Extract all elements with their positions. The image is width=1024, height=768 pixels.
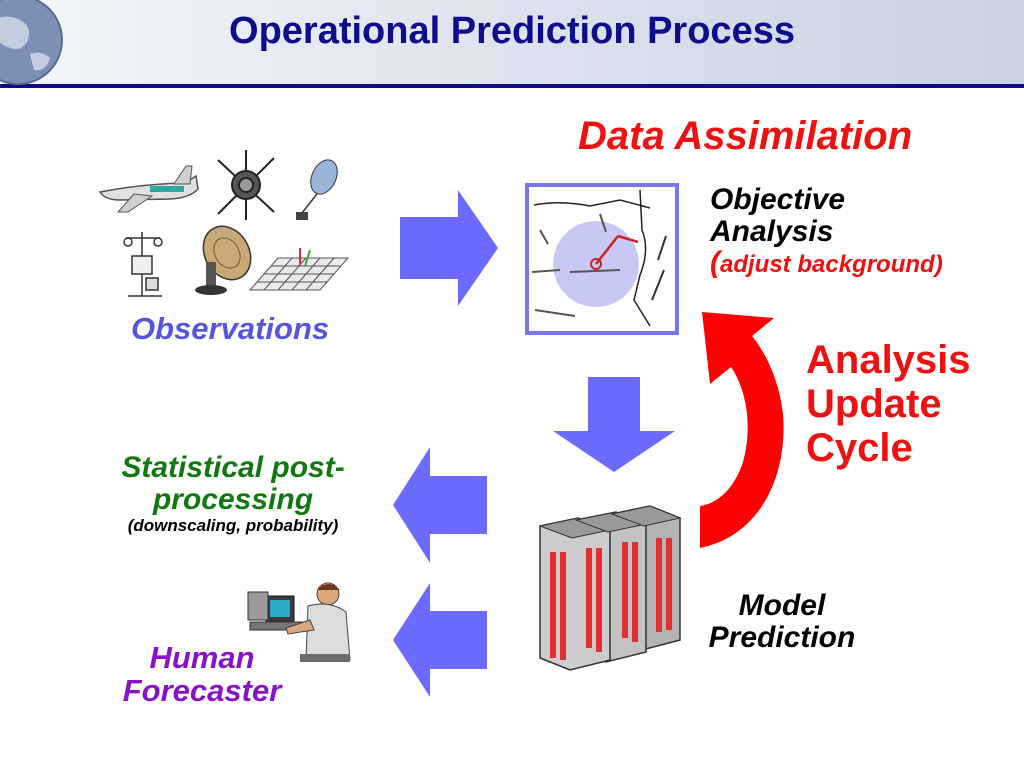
model-line2: Prediction — [708, 620, 856, 654]
weather-station-icon — [123, 232, 163, 297]
cycle-line2: Update — [806, 382, 942, 426]
statistical-line1: Statistical post- — [121, 451, 345, 484]
arrow-down-analysis — [553, 377, 675, 472]
header-divider — [0, 84, 1024, 88]
human-forecaster-label: Human Forecaster — [112, 640, 292, 708]
arrow-left-human — [393, 583, 487, 697]
adjust-background-line: (adjust background) — [710, 247, 943, 279]
human-line1: Human — [149, 640, 255, 675]
statistical-sub: (downscaling, probability) — [127, 516, 339, 535]
data-assimilation-label: Data Assimilation — [578, 114, 913, 158]
analysis-update-cycle-label: Analysis Update Cycle — [806, 338, 971, 470]
arrow-left-statistical — [393, 447, 487, 563]
arrow-right-observations — [400, 190, 498, 306]
analysis-update-cycle-arrow — [700, 312, 784, 548]
cycle-line3: Cycle — [806, 426, 913, 470]
weather-balloon-icon — [296, 159, 338, 220]
airplane-icon — [98, 165, 199, 213]
page-title: Operational Prediction Process — [229, 10, 795, 52]
objective-analysis-label: Objective Analysis (adjust background) — [710, 184, 943, 279]
cycle-line1: Analysis — [806, 338, 971, 382]
objective-analysis-line2: Analysis — [710, 214, 834, 248]
observations-label: Observations — [131, 311, 330, 346]
model-line1: Model — [738, 589, 826, 622]
adjust-paren-open: ( — [710, 246, 720, 279]
adjust-background-text: adjust background) — [720, 251, 943, 278]
satellite-icon — [217, 150, 275, 220]
header-bar — [0, 0, 1024, 84]
globe-icon — [0, 0, 63, 85]
statistical-line2: processing — [152, 482, 314, 516]
human-line2: Forecaster — [122, 672, 282, 708]
objective-analysis-line1: Objective — [710, 183, 846, 216]
statistical-postprocessing-label: Statistical post- processing (downscalin… — [108, 452, 358, 535]
model-prediction-label: Model Prediction — [702, 590, 862, 653]
radar-dish-icon — [195, 225, 252, 295]
surface-grid-icon — [248, 248, 350, 291]
